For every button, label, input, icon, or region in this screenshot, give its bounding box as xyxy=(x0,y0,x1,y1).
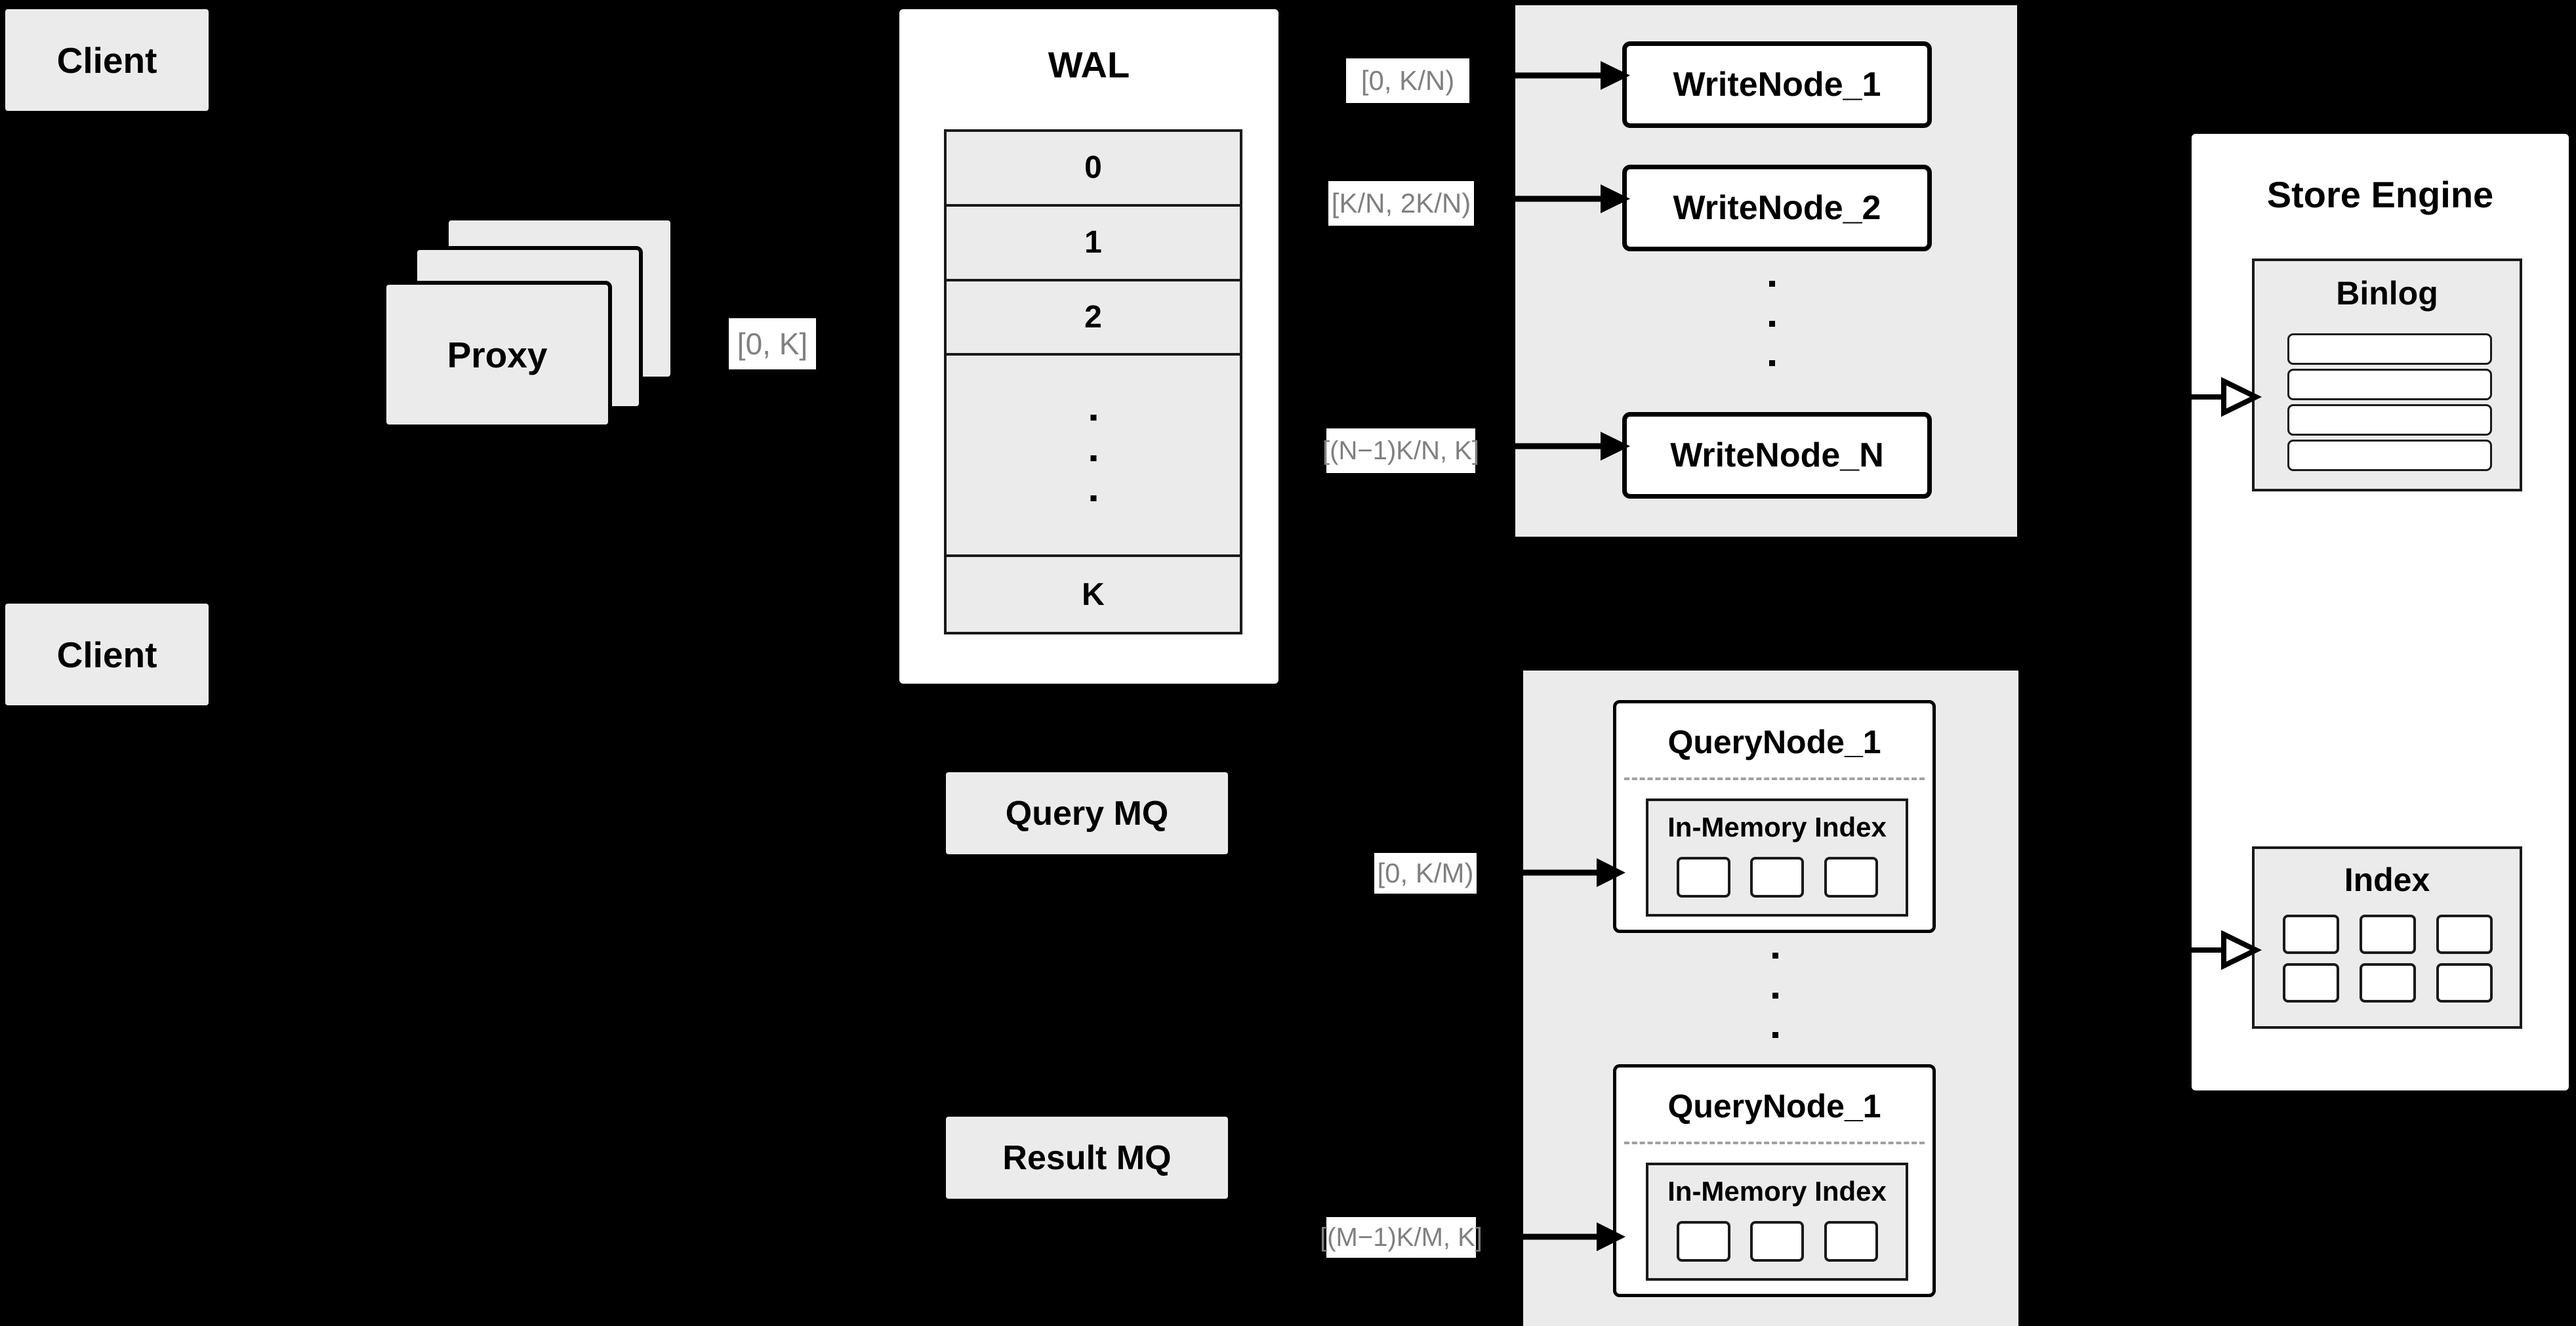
wal-cell-k[interactable]: K xyxy=(947,557,1240,632)
binlog-row[interactable] xyxy=(2287,440,2492,471)
wal-cell-ellipsis xyxy=(947,356,1240,558)
client-label-2: Client xyxy=(56,634,157,675)
wal-panel: WAL 0 1 2 K xyxy=(895,5,1282,688)
ellipsis-dot xyxy=(1772,992,1778,999)
arrow-mq-to-query-1 xyxy=(1523,858,1625,887)
wal-table: 0 1 2 K xyxy=(944,129,1242,634)
ellipsis-dot xyxy=(1768,360,1775,366)
write-node-1-label: WriteNode_1 xyxy=(1673,66,1881,104)
index-chip[interactable] xyxy=(1824,1221,1878,1262)
store-index-chip[interactable] xyxy=(2283,963,2339,1003)
binlog-panel: Binlog xyxy=(2252,259,2522,491)
edge-label-query-m: [(M−1)K/M, K] xyxy=(1320,1217,1482,1258)
ellipsis-dot xyxy=(1090,455,1096,461)
write-node-group: WriteNode_1 WriteNode_2 WriteNode_N xyxy=(1515,5,2017,537)
query-node-1-divider xyxy=(1624,777,1925,780)
edge-label-write-1: [0, K/N) xyxy=(1346,58,1469,103)
client-box-2[interactable]: Client xyxy=(5,604,209,705)
binlog-row[interactable] xyxy=(2287,369,2492,400)
arrow-mq-to-query-m xyxy=(1523,1222,1625,1251)
arrow-wal-to-write-1 xyxy=(1515,61,1630,90)
arrow-wal-to-write-n xyxy=(1515,432,1630,461)
proxy-label: Proxy xyxy=(447,334,548,375)
index-chip[interactable] xyxy=(1824,857,1878,898)
binlog-title: Binlog xyxy=(2336,275,2438,312)
in-memory-index-1: In-Memory Index xyxy=(1646,798,1908,917)
index-panel: Index xyxy=(2252,846,2522,1029)
write-node-n[interactable]: WriteNode_N xyxy=(1622,412,1932,499)
wal-ellipsis-dots xyxy=(1090,415,1096,502)
store-index-chip[interactable] xyxy=(2436,963,2493,1003)
store-engine-title: Store Engine xyxy=(2266,174,2494,215)
edge-label-write-2: [K/N, 2K/N) xyxy=(1328,181,1474,226)
result-mq-label: Result MQ xyxy=(1002,1138,1172,1177)
ellipsis-dot xyxy=(1768,281,1775,287)
write-node-1[interactable]: WriteNode_1 xyxy=(1622,41,1932,128)
binlog-row[interactable] xyxy=(2287,404,2492,436)
arrow-wal-to-write-2 xyxy=(1515,184,1630,213)
in-memory-index-2: In-Memory Index xyxy=(1646,1163,1908,1281)
binlog-row[interactable] xyxy=(2287,333,2492,365)
write-group-ellipsis-dots xyxy=(1768,281,1776,366)
result-mq-box[interactable]: Result MQ xyxy=(946,1117,1228,1199)
index-chip[interactable] xyxy=(1750,1221,1804,1262)
query-node-group: QueryNode_1 In-Memory Index QueryNode_1 … xyxy=(1523,671,2018,1326)
wal-cell-0[interactable]: 0 xyxy=(947,132,1240,207)
proxy-card-front[interactable]: Proxy xyxy=(382,281,612,428)
query-node-1-label: QueryNode_1 xyxy=(1667,724,1881,760)
in-memory-index-2-title: In-Memory Index xyxy=(1667,1176,1887,1207)
wal-title: WAL xyxy=(1048,44,1130,85)
edge-label-query-1: [0, K/M) xyxy=(1374,853,1477,894)
wal-cell-2[interactable]: 2 xyxy=(947,281,1240,356)
query-node-2-divider xyxy=(1624,1142,1925,1144)
query-mq-label: Query MQ xyxy=(1005,794,1169,833)
ellipsis-dot xyxy=(1768,320,1775,327)
index-chip[interactable] xyxy=(1750,857,1804,898)
query-node-card-2[interactable]: QueryNode_1 In-Memory Index xyxy=(1613,1064,1936,1297)
query-node-2-label: QueryNode_1 xyxy=(1667,1088,1881,1125)
store-engine-panel: Store Engine Binlog Index xyxy=(2188,130,2573,1094)
edge-label-write-n: [(N−1)K/N, K] xyxy=(1322,428,1479,473)
index-chip[interactable] xyxy=(1677,857,1730,898)
ellipsis-dot xyxy=(1090,415,1096,421)
ellipsis-dot xyxy=(1772,1032,1778,1038)
wal-cell-1[interactable]: 1 xyxy=(947,206,1240,281)
store-index-chip[interactable] xyxy=(2436,915,2493,954)
ellipsis-dot xyxy=(1090,495,1096,502)
store-index-chip[interactable] xyxy=(2360,915,2416,954)
query-group-ellipsis-dots xyxy=(1771,953,1779,1038)
write-node-2-label: WriteNode_2 xyxy=(1673,189,1881,227)
query-mq-box[interactable]: Query MQ xyxy=(946,772,1228,854)
in-memory-index-1-title: In-Memory Index xyxy=(1667,812,1887,842)
index-title: Index xyxy=(2344,861,2430,898)
ellipsis-dot xyxy=(1772,953,1778,959)
client-label-1: Client xyxy=(56,39,157,81)
store-index-chip[interactable] xyxy=(2283,915,2339,954)
query-node-card-1[interactable]: QueryNode_1 In-Memory Index xyxy=(1613,700,1936,933)
client-box-1[interactable]: Client xyxy=(5,9,209,111)
index-chip[interactable] xyxy=(1677,1221,1730,1262)
edge-label-proxy-to-wal: [0, K] xyxy=(729,318,816,369)
write-node-2[interactable]: WriteNode_2 xyxy=(1622,165,1932,251)
arrow-into-index xyxy=(2188,930,2262,970)
arrow-into-binlog xyxy=(2188,377,2262,417)
write-node-n-label: WriteNode_N xyxy=(1670,436,1884,474)
store-index-chip[interactable] xyxy=(2360,963,2416,1003)
